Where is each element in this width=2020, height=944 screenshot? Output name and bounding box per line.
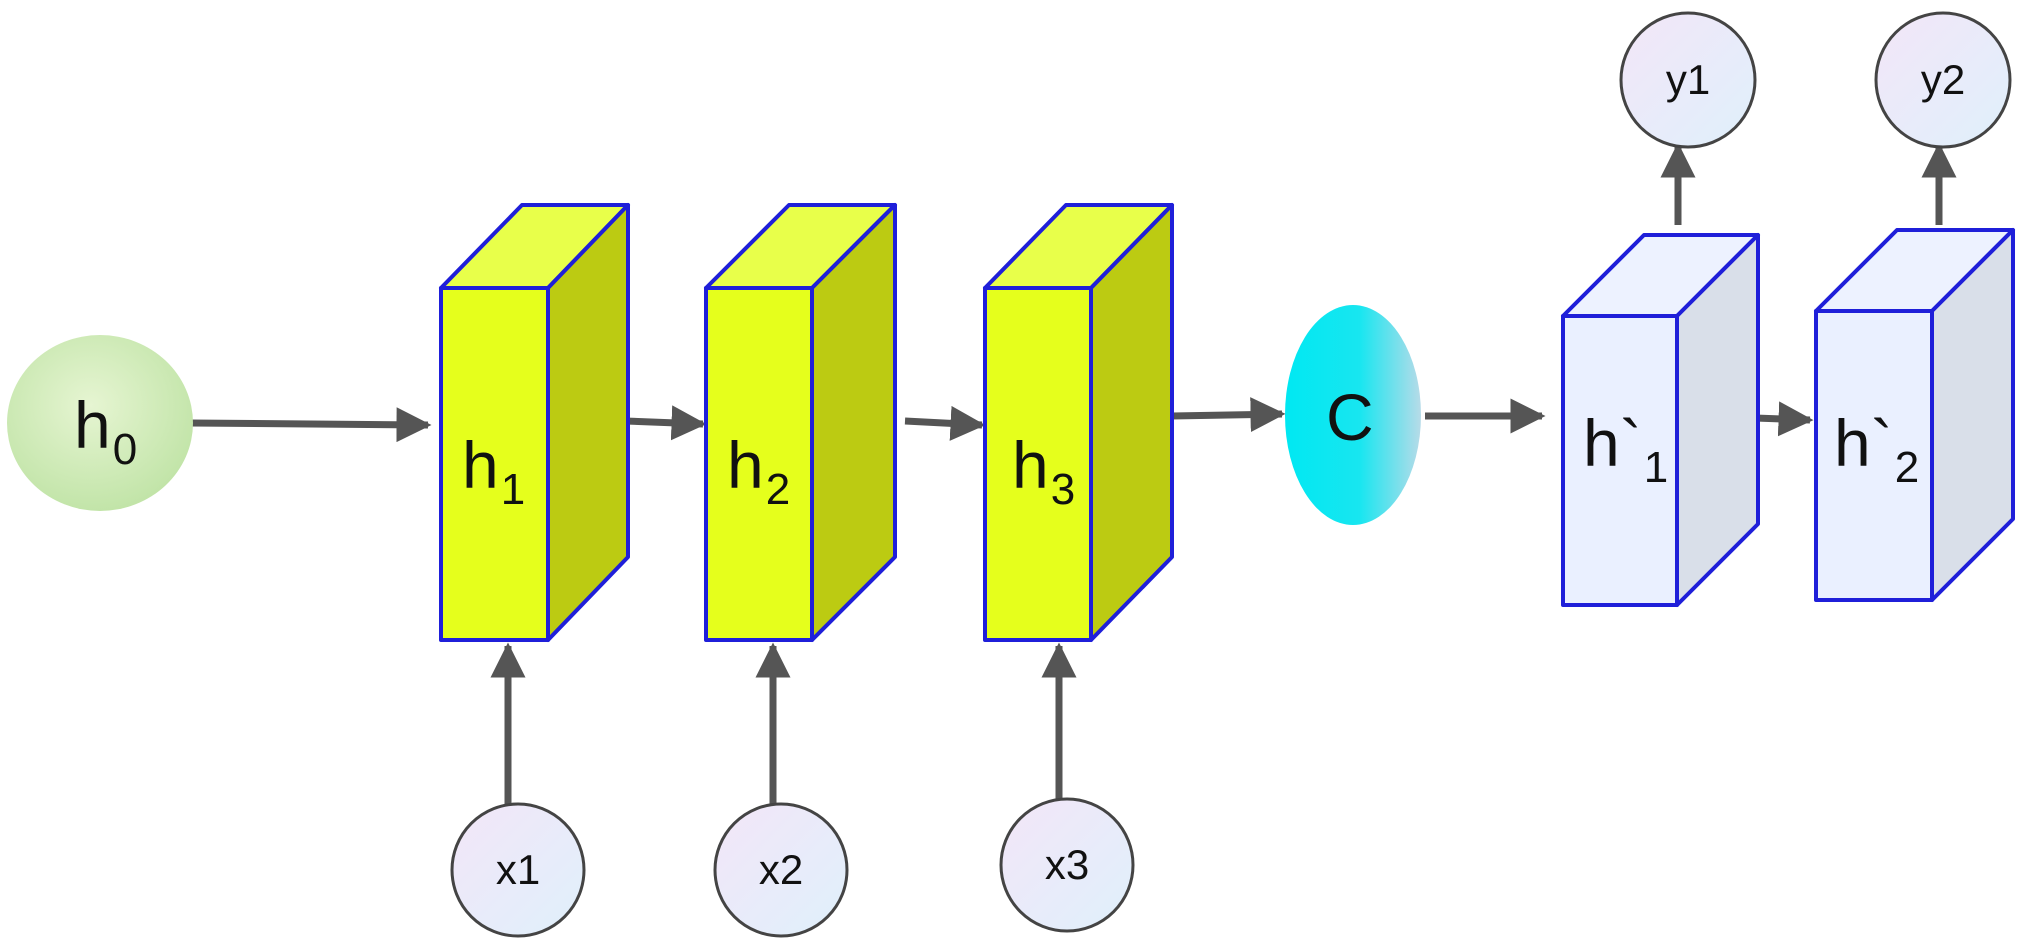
- svg-text:h2: h2: [727, 428, 790, 514]
- x3-label: x3: [1045, 841, 1089, 888]
- decoder-block-hp1: [1561, 233, 1760, 607]
- x1-label: x1: [496, 846, 540, 893]
- h2-sub-label: 2: [766, 465, 790, 514]
- h0-node: h0: [7, 335, 193, 511]
- context-label: C: [1326, 380, 1374, 454]
- arrow-hp1-hp2: [1754, 401, 1814, 437]
- h0-main-label: h: [74, 388, 111, 462]
- encoder-block-h2: [704, 203, 897, 642]
- arrow-h1-h2: [624, 405, 707, 441]
- encoder-block-h1: [439, 203, 630, 642]
- arrow-h0-h1: [189, 407, 432, 443]
- x2-node: x2: [713, 802, 849, 938]
- decoder-block-hp2: [1814, 228, 2015, 602]
- y2-node: y2: [1874, 11, 2012, 149]
- hp2-main-label: h`: [1834, 406, 1893, 480]
- arrow-h3-c: [1171, 397, 1286, 433]
- arrow-h2-h3: [904, 405, 986, 441]
- svg-text:h3: h3: [1012, 428, 1075, 514]
- h3-main-label: h: [1012, 428, 1049, 502]
- x2-label: x2: [759, 846, 803, 893]
- y1-label: y1: [1666, 56, 1710, 103]
- h2-main-label: h: [727, 428, 764, 502]
- context-node: C: [1285, 305, 1421, 525]
- hp1-main-label: h`: [1583, 406, 1642, 480]
- svg-text:h1: h1: [462, 428, 525, 514]
- svg-text:h0: h0: [74, 388, 137, 474]
- arrows: [189, 142, 1957, 808]
- h3-sub-label: 3: [1051, 465, 1075, 514]
- hp2-sub-label: 2: [1895, 443, 1919, 492]
- svg-text:h`2: h`2: [1834, 406, 1919, 492]
- h1-sub-label: 1: [501, 465, 525, 514]
- svg-text:h`1: h`1: [1583, 406, 1668, 492]
- h0-sub-label: 0: [113, 425, 137, 474]
- y2-label: y2: [1921, 56, 1965, 103]
- y1-node: y1: [1619, 11, 1757, 149]
- encoder-block-h3: [983, 203, 1174, 642]
- h1-main-label: h: [462, 428, 499, 502]
- hp1-sub-label: 1: [1644, 443, 1668, 492]
- x3-node: x3: [999, 797, 1135, 933]
- x1-node: x1: [450, 802, 586, 938]
